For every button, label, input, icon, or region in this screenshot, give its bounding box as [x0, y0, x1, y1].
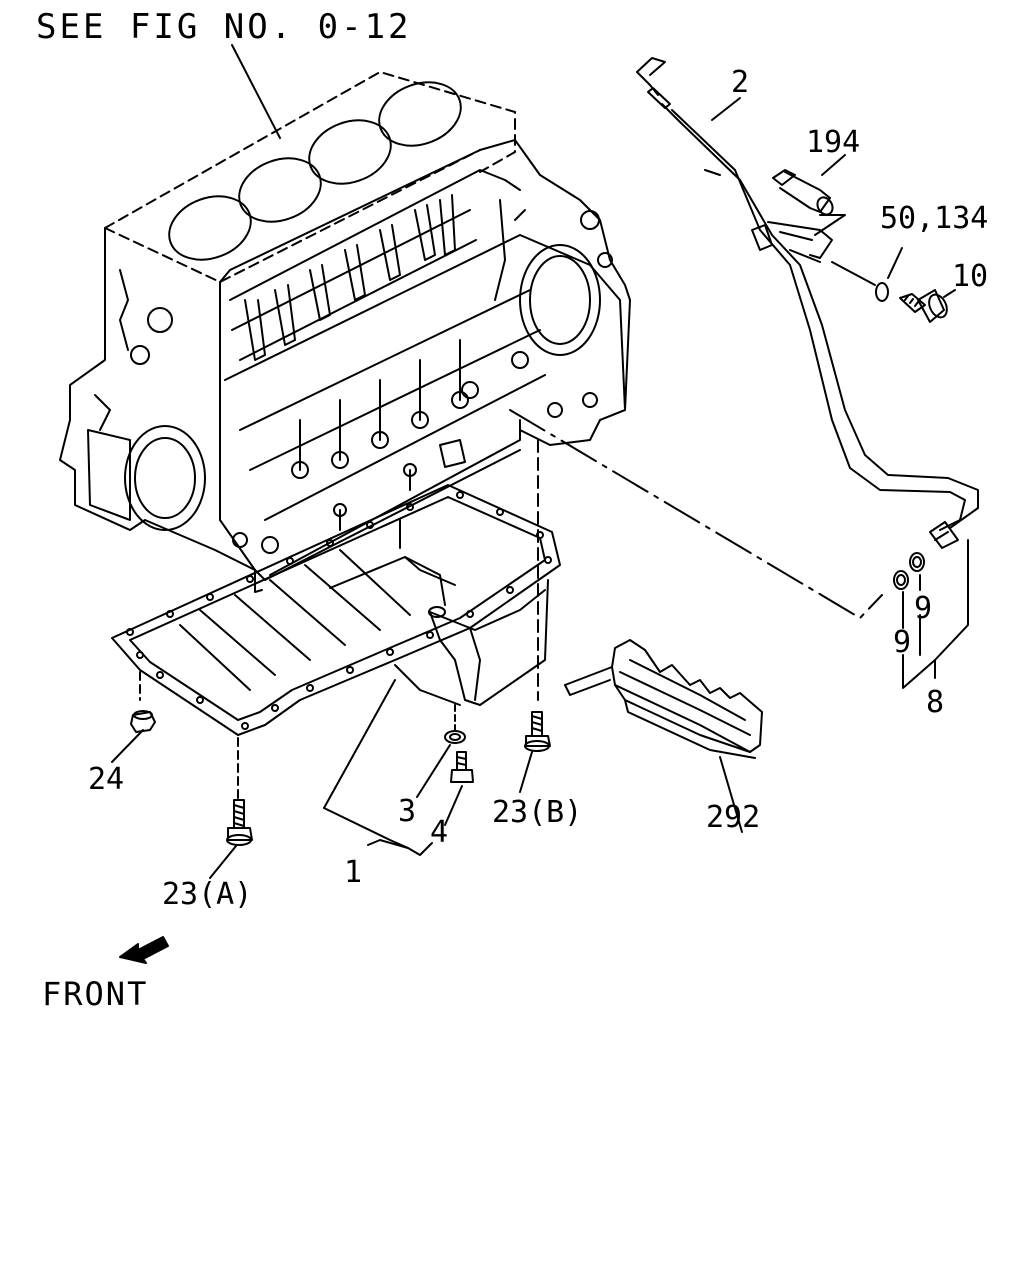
- callout-tube-assy[interactable]: 8: [926, 685, 945, 720]
- washer-50-134: [831, 247, 903, 302]
- callout-bolt-a[interactable]: 23(A): [162, 877, 253, 912]
- front-arrow-icon: [119, 936, 169, 964]
- bracket-leader-194: [814, 214, 846, 236]
- reference-leader: [231, 44, 281, 139]
- nut-24: [111, 710, 156, 763]
- callout-oring-lower[interactable]: 9: [893, 625, 912, 660]
- dipstick-2: [636, 57, 741, 181]
- pan-bracket-right: [407, 842, 433, 856]
- oil-pan: [111, 484, 561, 736]
- callout-drain-washer[interactable]: 3: [398, 794, 417, 829]
- baffle-292: [564, 639, 763, 833]
- callout-washer-pair[interactable]: 50,134: [880, 201, 989, 236]
- pan-bracket-left: [323, 807, 409, 849]
- callout-stud[interactable]: 194: [806, 125, 861, 160]
- stud-leader: [821, 154, 846, 176]
- bolt10-leader: [943, 289, 956, 298]
- reference-note: SEE FIG NO. 0-12: [36, 7, 412, 47]
- baffle-leader: [719, 756, 743, 833]
- callout-nut[interactable]: 24: [88, 762, 125, 797]
- bolt-10: [899, 289, 956, 323]
- drain-plug-4: [444, 751, 474, 826]
- tube-path-line: [509, 409, 883, 619]
- orings-9: [893, 552, 925, 629]
- front-direction-label: FRONT: [42, 975, 149, 1013]
- stud-194: [772, 154, 846, 216]
- dipstick-leader: [711, 97, 741, 121]
- engine-block: [59, 71, 631, 593]
- dipstick-tube: [734, 169, 979, 549]
- callout-bolt-10[interactable]: 10: [952, 259, 989, 294]
- callout-pan-assy[interactable]: 1: [344, 855, 363, 890]
- callout-dipstick[interactable]: 2: [731, 65, 750, 100]
- callout-drain-plug[interactable]: 4: [430, 815, 449, 850]
- tube-assy-bracket-8: [902, 539, 969, 689]
- pan-bracket-to-1: [367, 839, 409, 849]
- callout-bolt-b[interactable]: 23(B): [492, 795, 583, 830]
- pan-leader: [323, 679, 396, 809]
- washer-leader: [887, 247, 903, 279]
- callout-baffle[interactable]: 292: [706, 800, 761, 835]
- callout-oring-upper[interactable]: 9: [914, 591, 933, 626]
- bolt-23b: [519, 711, 551, 793]
- drain-washer-3: [416, 730, 466, 798]
- bolt-23a: [209, 799, 253, 879]
